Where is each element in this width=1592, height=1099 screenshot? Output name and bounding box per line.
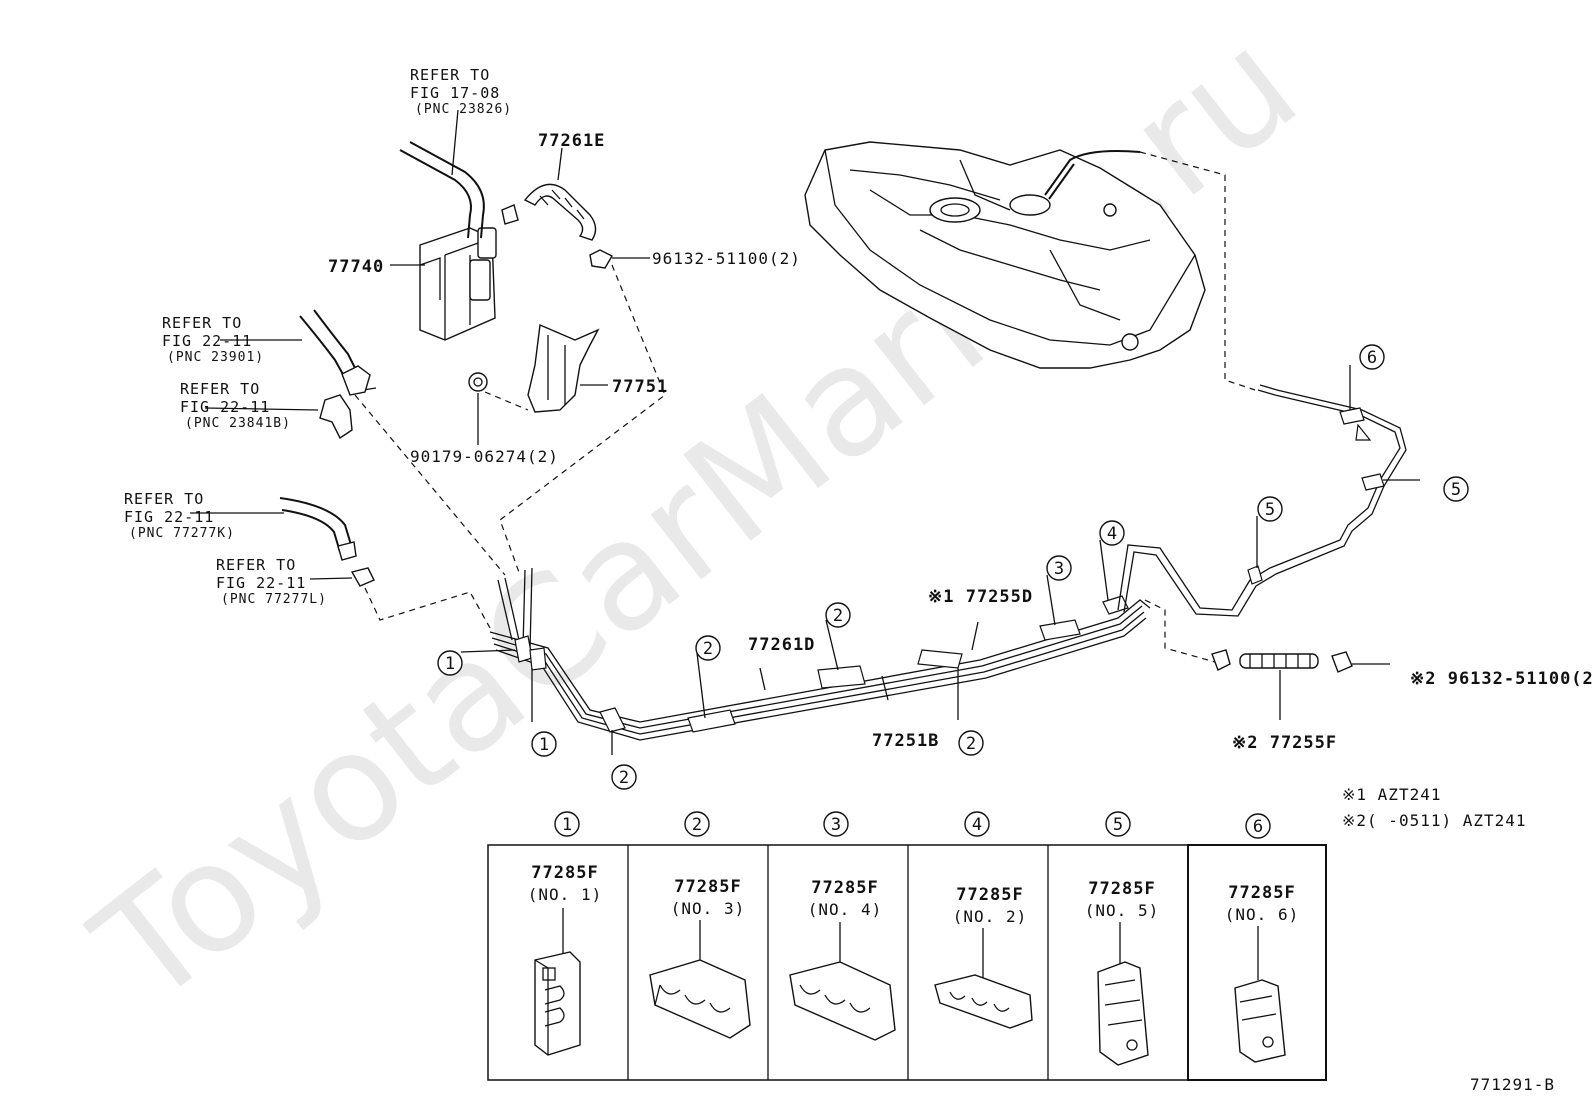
callout-2d: 2 xyxy=(958,730,984,756)
ref-23901-line1: REFER TO xyxy=(162,314,242,332)
clamp-5-part: 77285F xyxy=(1088,879,1155,899)
clamp-1-sub: (NO. 1) xyxy=(528,885,602,904)
canister-77740 xyxy=(419,227,497,341)
ref-23841B-pnc: (PNC 23841B) xyxy=(185,416,291,431)
svg-text:3: 3 xyxy=(831,815,841,835)
table-callout-6: 6 xyxy=(1245,813,1271,839)
clamp-1-part: 77285F xyxy=(531,863,598,883)
svg-text:2: 2 xyxy=(692,815,702,835)
callout-2c: 2 xyxy=(825,602,851,628)
ref-77277K-line1: REFER TO xyxy=(124,490,204,508)
hose-23826 xyxy=(399,149,472,239)
part-77255D: ※1 77255D xyxy=(928,587,1033,607)
reference-labels: REFER TO FIG 17-08 (PNC 23826) REFER TO … xyxy=(124,66,512,607)
clamp-labels: 77285F (NO. 1) 77285F (NO. 3) 77285F (NO… xyxy=(528,863,1299,926)
clamp-5-sub: (NO. 5) xyxy=(1085,901,1159,920)
svg-text:2: 2 xyxy=(703,639,713,659)
clamp-no1-drawing xyxy=(534,908,581,1056)
ref-23901-pnc: (PNC 23901) xyxy=(167,350,264,365)
svg-text:1: 1 xyxy=(539,735,549,755)
clamp-3-part: 77285F xyxy=(811,878,878,898)
svg-text:2: 2 xyxy=(833,606,843,626)
clamp-6-sub: (NO. 6) xyxy=(1225,905,1299,924)
callout-5a: 5 xyxy=(1257,496,1283,522)
ref-23841B-line1: REFER TO xyxy=(180,380,260,398)
svg-text:6: 6 xyxy=(1253,817,1263,837)
clamp-4-part: 77285F xyxy=(956,885,1023,905)
clamp-6-part: 77285F xyxy=(1228,883,1295,903)
svg-text:5: 5 xyxy=(1451,480,1461,500)
svg-text:2: 2 xyxy=(619,768,629,788)
svg-text:4: 4 xyxy=(1107,524,1117,544)
ref-77277L-line1: REFER TO xyxy=(216,556,296,574)
table-callout-5: 5 xyxy=(1105,811,1131,837)
clamp-3-sub: (NO. 4) xyxy=(808,900,882,919)
callout-1b: 1 xyxy=(531,731,557,757)
clamp-no3-drawing xyxy=(649,920,751,1039)
part-90179: 90179-06274(2) xyxy=(410,447,559,466)
callout-5b: 5 xyxy=(1443,476,1469,502)
callout-6: 6 xyxy=(1359,344,1385,370)
pipe-clamps xyxy=(514,595,1129,733)
ref-23901-line2: FIG 22-11 xyxy=(162,332,252,350)
svg-text:3: 3 xyxy=(1054,559,1064,579)
part-77261D: 77261D xyxy=(748,635,815,655)
ref-77277L-line2: FIG 22-11 xyxy=(216,574,306,592)
legend-note-1: ※1 AZT241 xyxy=(1342,785,1441,804)
svg-text:1: 1 xyxy=(445,654,455,674)
table-callout-3: 3 xyxy=(823,811,849,837)
legend-note-2: ※2( -0511) AZT241 xyxy=(1342,811,1527,830)
clamp-4-sub: (NO. 2) xyxy=(953,907,1027,926)
table-callout-2: 2 xyxy=(684,811,710,837)
clamp-table xyxy=(487,844,1327,1081)
callout-leaders xyxy=(190,109,1420,755)
svg-text:5: 5 xyxy=(1113,815,1123,835)
part-77751: 77751 xyxy=(612,377,668,397)
hose-77261E xyxy=(523,183,597,241)
callout-2b: 2 xyxy=(695,635,721,661)
diagram-callouts: 1 1 2 2 2 2 3 4 5 5 6 xyxy=(437,344,1469,790)
ref-23826-line1: REFER TO xyxy=(410,66,490,84)
part-77255F: ※2 77255F xyxy=(1232,733,1337,753)
part-77261E: 77261E xyxy=(538,131,605,151)
clamp-no4-drawing xyxy=(789,922,896,1041)
svg-text:6: 6 xyxy=(1367,348,1377,368)
clamp-no5-drawing xyxy=(1097,922,1149,1066)
part-labels: 77261E 77740 96132-51100(2) 77751 90179-… xyxy=(328,131,1592,753)
ref-23826-pnc: (PNC 23826) xyxy=(415,102,512,117)
ref-77277K-line2: FIG 22-11 xyxy=(124,508,214,526)
svg-text:1: 1 xyxy=(562,815,572,835)
diagram-code: 771291-B xyxy=(1470,1075,1555,1094)
ref-77277K-pnc: (PNC 77277K) xyxy=(129,526,235,541)
callout-3: 3 xyxy=(1046,555,1072,581)
table-callout-1: 1 xyxy=(554,811,580,837)
part-77740: 77740 xyxy=(328,257,384,277)
callout-2a: 2 xyxy=(611,764,637,790)
table-callout-4: 4 xyxy=(964,811,990,837)
clamp-no2-drawing xyxy=(934,928,1033,1029)
clamp-2-sub: (NO. 3) xyxy=(671,899,745,918)
bracket-77751 xyxy=(527,323,600,413)
part-96132-b: ※2 96132-51100(2) xyxy=(1410,669,1592,689)
clamp-no6-drawing xyxy=(1234,926,1286,1063)
clamp-2-part: 77285F xyxy=(674,877,741,897)
part-96132-a: 96132-51100(2) xyxy=(652,249,801,268)
ref-23826-line2: FIG 17-08 xyxy=(410,84,500,102)
ref-23841B-line2: FIG 22-11 xyxy=(180,398,270,416)
ref-77277L-pnc: (PNC 77277L) xyxy=(221,592,327,607)
hose-77255F xyxy=(1239,653,1319,669)
svg-text:2: 2 xyxy=(966,734,976,754)
legend-notes: ※1 AZT241 ※2( -0511) AZT241 xyxy=(1342,785,1527,830)
clamp-table-headers: 1 2 3 4 5 6 xyxy=(554,811,1271,839)
svg-text:4: 4 xyxy=(972,815,982,835)
tank-line xyxy=(1117,384,1407,617)
callout-1a: 1 xyxy=(437,650,463,676)
svg-text:5: 5 xyxy=(1265,500,1275,520)
fuel-tank xyxy=(804,141,1206,369)
part-77251B: 77251B xyxy=(872,731,939,751)
callout-4: 4 xyxy=(1099,520,1125,546)
